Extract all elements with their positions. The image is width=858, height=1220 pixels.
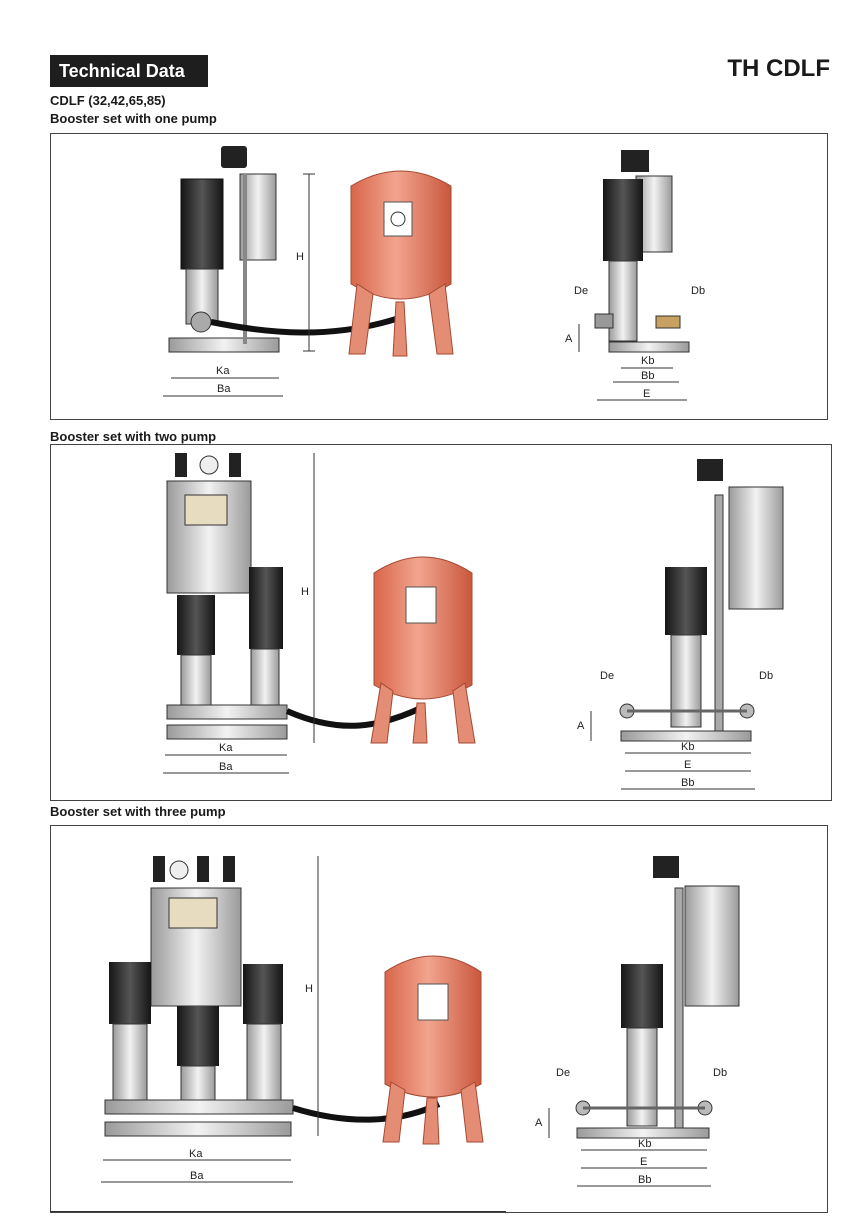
set-1-dim-de: De [574,285,588,297]
set-1-dim-a: A [565,333,573,345]
set-2-drawing: H Ka Ba De Db A Kb [163,453,784,790]
series-line: CDLF (32,42,65,85) [50,93,166,108]
set-1-dim-ba: Ba [217,383,231,395]
set-3-pressure-tank [382,955,484,1145]
set-3-drawing: H Ka Ba De Db A Kb [101,856,740,1187]
set-2-dim-e: E [684,759,691,771]
set-1-dim-e: E [643,388,650,400]
set-2-dim-a: A [577,720,585,732]
set-1-dim-db: Db [691,285,705,297]
section-title-badge: Technical Data [50,55,208,87]
set-3-dim-bb: Bb [638,1174,651,1186]
set-1-drawing: H Ka Ba De Db A Kb [163,146,705,401]
set-3-side-view: De Db A Kb E Bb [535,856,740,1187]
set-2-dim-ba: Ba [219,761,233,773]
set-2-side-view: De Db A Kb E Bb [577,459,784,790]
set-2-heading: Booster set with two pump [50,429,217,444]
set-3-dim-db: Db [713,1067,727,1079]
set-2-dim-bb: Bb [681,777,694,789]
set-3-dim-e: E [640,1156,647,1168]
set-3-dim-kb: Kb [638,1138,651,1150]
set-1-side-view: De Db A Kb Bb E [565,150,705,401]
set-1-dim-ka: Ka [216,365,230,377]
set-2-dim-ka: Ka [219,742,233,754]
set-3-dim-h: H [305,983,313,995]
set-1-drawing-panel: H Ka Ba De Db A Kb [50,133,828,420]
set-3-front-view: H Ka Ba [101,856,441,1183]
product-code: TH CDLF [727,55,830,82]
set-3-dim-a: A [535,1117,543,1129]
set-1-dim-kb: Kb [641,355,654,367]
set-3-heading: Booster set with three pump [50,804,226,819]
set-1-front-view: H Ka Ba [163,146,397,397]
set-3-dim-ka: Ka [189,1148,203,1160]
set-2-front-view: H Ka Ba [163,453,425,774]
set-2-dim-kb: Kb [681,741,694,753]
footer-rule [50,1211,506,1212]
set-2-pressure-tank [370,556,476,744]
set-3-dim-de: De [556,1067,570,1079]
set-1-dim-h: H [296,251,304,263]
set-2-dim-h: H [301,586,309,598]
set-2-dim-de: De [600,670,614,682]
set-1-pressure-tank [348,170,454,357]
set-1-heading: Booster set with one pump [50,111,217,126]
set-2-dim-db: Db [759,670,773,682]
set-3-drawing-panel: H Ka Ba De Db A Kb [50,825,828,1213]
set-3-dim-ba: Ba [190,1170,204,1182]
set-1-dim-bb: Bb [641,370,654,382]
set-2-drawing-panel: H Ka Ba De Db A Kb [50,444,832,801]
